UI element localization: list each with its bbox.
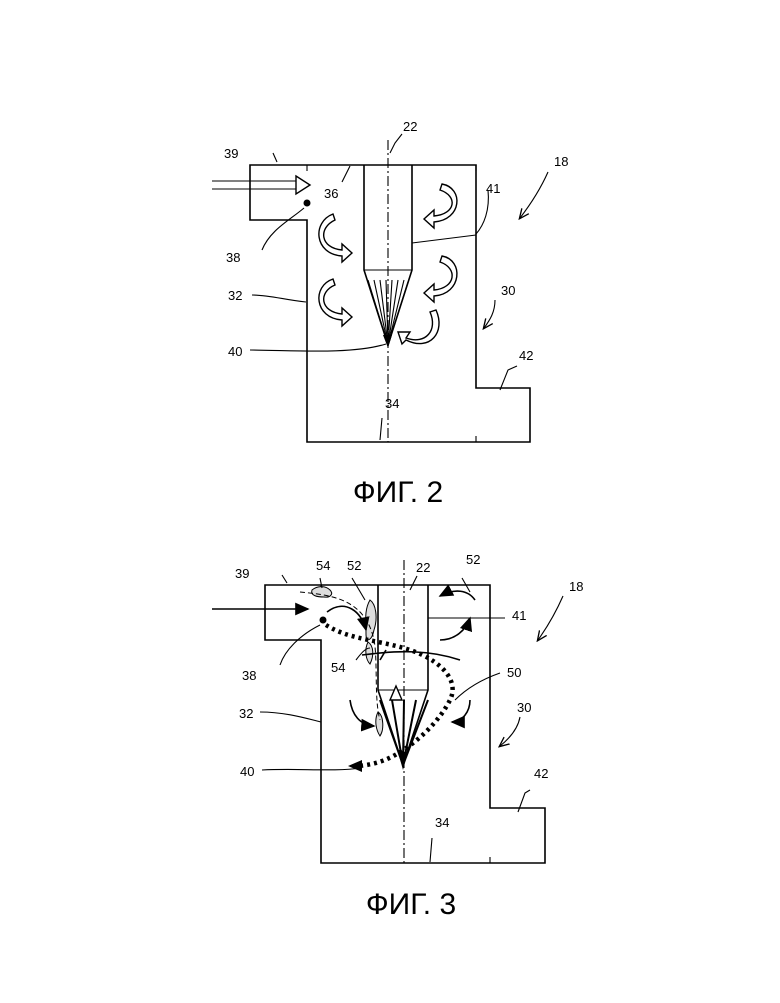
fig3-dotted-flow: [326, 625, 453, 766]
fig2-label-41: 41: [486, 181, 500, 196]
fig2-label-36: 36: [324, 186, 338, 201]
figure-2: 39 22 36 18 41 38 32 30 40 42 34 ФИГ. 2: [212, 119, 568, 509]
fig2-label-34: 34: [385, 396, 399, 411]
fig2-label-32: 32: [228, 288, 242, 303]
fig2-label-42: 42: [519, 348, 533, 363]
fig3-label-38: 38: [242, 668, 256, 683]
fig3-label-50: 50: [507, 665, 521, 680]
fig3-label-18: 18: [569, 579, 583, 594]
fig2-line-41: [412, 235, 476, 243]
fig3-label-41: 41: [512, 608, 526, 623]
fig3-flow-arrows: [327, 591, 475, 726]
fig2-label-38: 38: [226, 250, 240, 265]
fig3-label-22: 22: [416, 560, 430, 575]
fig2-label-40: 40: [228, 344, 242, 359]
figure-3: 39 54 52 22 52 18 41 54 50 38 32 30 40 4…: [212, 552, 583, 921]
fig3-label-32: 32: [239, 706, 253, 721]
fig2-inlet-arrow: [212, 176, 310, 194]
fig3-deposits: [312, 587, 383, 736]
fig2-point-38: [304, 200, 311, 207]
fig3-label-42: 42: [534, 766, 548, 781]
fig2-label-39: 39: [224, 146, 238, 161]
fig2-label-18: 18: [554, 154, 568, 169]
fig3-point-38: [320, 617, 327, 624]
fig2-label-30: 30: [501, 283, 515, 298]
fig3-label-52a: 52: [347, 558, 361, 573]
fig3-label-52b: 52: [466, 552, 480, 567]
fig2-label-22: 22: [403, 119, 417, 134]
fig3-label-40: 40: [240, 764, 254, 779]
fig3-label-39: 39: [235, 566, 249, 581]
fig3-label-54a: 54: [316, 558, 330, 573]
fig2-caption: ФИГ. 2: [353, 476, 443, 509]
fig3-label-30: 30: [517, 700, 531, 715]
fig3-chamber-outline: [265, 585, 545, 863]
fig3-caption: ФИГ. 3: [366, 888, 456, 921]
fig3-label-34: 34: [435, 815, 449, 830]
fig3-label-54b: 54: [331, 660, 345, 675]
